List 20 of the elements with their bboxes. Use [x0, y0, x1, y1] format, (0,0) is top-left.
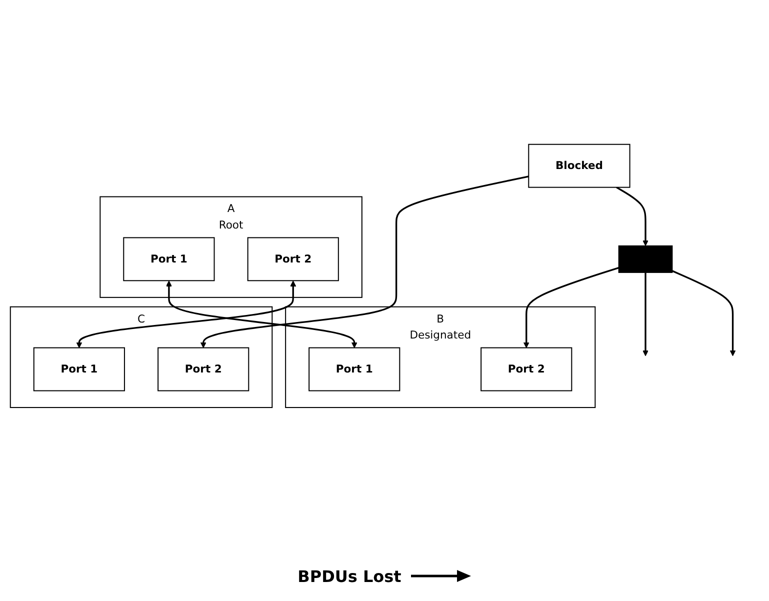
node-bar [618, 244, 672, 272]
arrow [522, 266, 618, 348]
arrow [616, 186, 648, 246]
arrow [642, 272, 648, 356]
node-box [480, 346, 572, 391]
arrow [672, 270, 736, 356]
node-box [122, 236, 214, 281]
node-box [32, 346, 124, 391]
cluster [99, 196, 362, 298]
network-diagram: C B Designated A Root Blocked Port 1 Port 2 Port 1 Port 2 Port 1 Port 2 [4, 138, 764, 412]
node-box [308, 346, 400, 391]
arrow [76, 280, 296, 348]
node-box [528, 143, 630, 188]
cluster [9, 306, 272, 408]
node-box [157, 346, 249, 391]
arrow [200, 175, 528, 348]
node-box [246, 236, 338, 281]
arrow [166, 280, 357, 348]
cluster [284, 306, 596, 408]
note-text: BPDUs Lost [298, 566, 402, 586]
